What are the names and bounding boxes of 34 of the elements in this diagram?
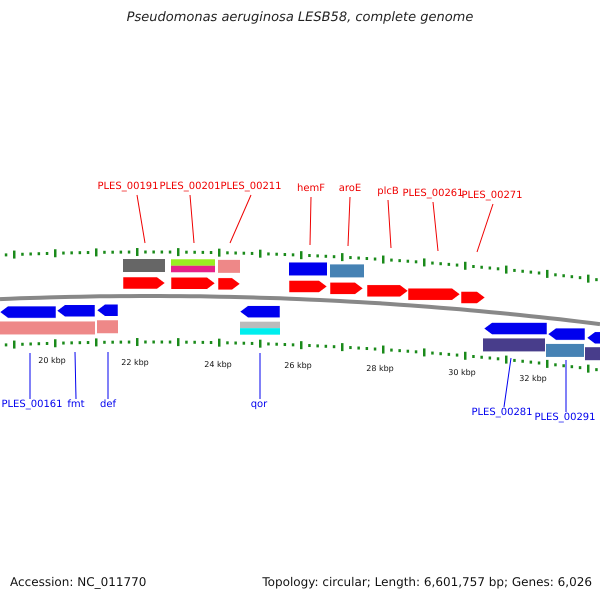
gene-label: aroE — [338, 184, 362, 194]
gene-label: PLES_00211 — [220, 182, 282, 192]
leader-line — [190, 194, 194, 244]
leader-line — [230, 194, 252, 244]
gene-label: PLES_00191 — [97, 182, 159, 192]
gene-label: plcB — [377, 187, 399, 197]
scale-label: 24 kbp — [204, 361, 232, 369]
gene-label: PLES_00281 — [471, 408, 533, 418]
scale-label: 20 kbp — [38, 357, 66, 365]
gene-label: def — [100, 400, 116, 410]
leader-line — [74, 352, 76, 400]
gene-label: PLES_00271 — [461, 191, 523, 201]
leader-line — [504, 358, 512, 408]
gene-label: PLES_00161 — [1, 400, 63, 410]
scale-label: 28 kbp — [366, 365, 394, 373]
leader-line — [476, 204, 494, 252]
accession-text: Accession: NC_011770 — [10, 576, 146, 588]
scale-label: 32 kbp — [519, 375, 547, 383]
gene-label: PLES_00261 — [402, 189, 464, 199]
leader-line — [388, 200, 392, 248]
gene-label: hemF — [297, 184, 325, 194]
scale-label: 22 kbp — [121, 359, 149, 367]
genome-summary-text: Topology: circular; Length: 6,601,757 bp; Genes: 6,026 — [262, 576, 592, 588]
scale-label: 30 kbp — [448, 369, 476, 377]
gene-label: qor — [250, 400, 268, 410]
scale-label: 26 kbp — [284, 362, 312, 370]
gene-label: PLES_00291 — [534, 413, 596, 423]
leader-line — [432, 202, 438, 252]
leader-line — [348, 196, 350, 246]
leader-line — [310, 196, 312, 246]
gene-label: fmt — [67, 400, 85, 410]
leader-line — [136, 194, 146, 244]
title: Pseudomonas aeruginosa LESB58, complete genome — [126, 11, 474, 24]
gene-label: PLES_00201 — [159, 182, 221, 192]
